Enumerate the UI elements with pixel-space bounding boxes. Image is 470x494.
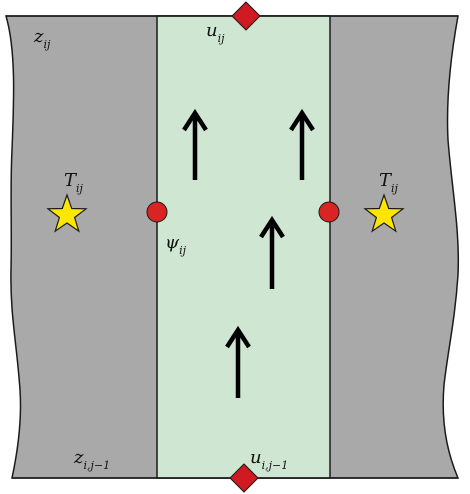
circle-node-icon <box>318 201 340 223</box>
z-top-label: zij <box>33 26 51 51</box>
up-arrow-icon <box>259 215 285 289</box>
diamond-node-icon <box>229 463 259 493</box>
t-left-label: Tij <box>64 170 84 195</box>
up-arrow-icon <box>225 325 251 398</box>
center-channel <box>156 15 331 479</box>
u-top-label: uij <box>206 20 225 45</box>
psi-label: ψij <box>165 232 187 257</box>
circle-node-icon <box>146 201 168 223</box>
u-bottom-label: ui,j−1 <box>250 447 288 472</box>
up-arrow-icon <box>289 108 315 180</box>
diamond-node-icon <box>231 1 261 31</box>
star-icon <box>363 193 405 233</box>
star-icon <box>46 193 88 233</box>
t-right-label: Tij <box>379 170 399 195</box>
z-bottom-label: zi,j−1 <box>73 447 110 472</box>
up-arrow-icon <box>182 108 208 180</box>
